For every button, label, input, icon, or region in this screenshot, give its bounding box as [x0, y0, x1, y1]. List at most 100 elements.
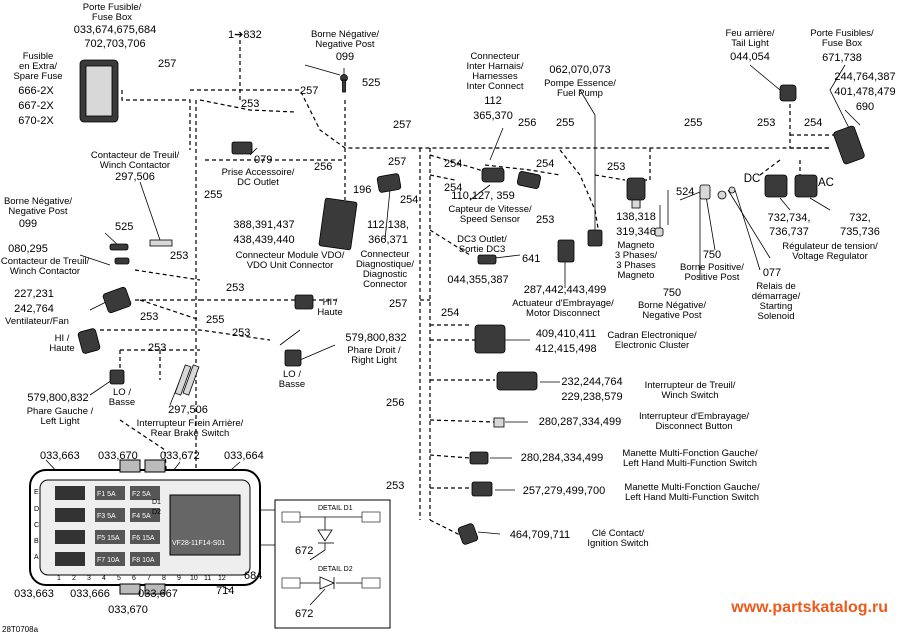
mfs-b-icon	[471, 481, 493, 497]
fuse-box-main-icon	[29, 459, 261, 595]
speed-label: Capteur de Vitesse/Speed Sensor	[448, 204, 532, 225]
fb-col-5: 5	[117, 575, 121, 582]
fb-columns: 1 2 3 4 5 6 7 8 9 10 11 12	[57, 575, 226, 582]
wire-257-d: 257	[388, 156, 406, 168]
detail-box	[274, 499, 391, 629]
wire-257-b: 257	[300, 85, 318, 97]
headlight-right-numbers: 579,800,832	[345, 332, 406, 344]
winch-contactor-top-icon	[149, 239, 173, 247]
fuse-f8: F8 10A	[132, 557, 155, 564]
fuse-box-tr-number: 671,738	[822, 52, 862, 64]
dc3-numbers: 044,355,387	[447, 274, 508, 286]
fuse-f7: F7 10A	[97, 557, 120, 564]
fuel-pump-numbers: 062,070,073	[549, 64, 610, 76]
wire-255-b: 255	[684, 117, 702, 129]
fan-label: Ventilateur/Fan	[5, 316, 69, 327]
winch-contactor-top-label: Contacteur de Treuil/Winch Contactor	[91, 150, 180, 171]
positive-post-icon	[699, 184, 711, 200]
hi-mid-label: HI /Haute	[317, 297, 342, 318]
tail-light-number: 044,054	[730, 51, 770, 63]
ac-label: AC	[818, 177, 834, 189]
wire-256-b: 256	[314, 161, 332, 173]
ref-832-label: 1➔832	[228, 29, 262, 41]
fb-col-4: 4	[102, 575, 106, 582]
wire-253-f: 253	[226, 282, 244, 294]
fb-col-2: 2	[72, 575, 76, 582]
wire-254-c: 254	[536, 158, 554, 170]
neg-post-top-number: 099	[336, 51, 354, 63]
fb-top-number-3: 033,672	[160, 450, 200, 462]
inter-harness-icon	[481, 167, 505, 183]
num-525-left: 525	[115, 221, 133, 233]
fb-col-7: 7	[147, 575, 151, 582]
dc3-label: DC3 Outlet/Sortie DC3	[457, 234, 507, 255]
fuel-pump-label: Pompe Essence/Fuel Pump	[544, 78, 616, 99]
num-525-top: 525	[362, 77, 380, 89]
pos-post-label: Borne Positive/Positive Post	[680, 262, 744, 283]
fuse-f6: F6 15A	[132, 535, 155, 542]
detail-d2-title: DETAIL D2	[318, 566, 353, 573]
fb-col-9: 9	[177, 575, 181, 582]
rear-brake-icon	[174, 364, 200, 396]
regulator-dc-icon	[764, 174, 788, 198]
fb-row-c: C	[34, 522, 39, 529]
wire-255-a: 255	[556, 117, 574, 129]
wire-253-i: 253	[148, 342, 166, 354]
ignition-switch-icon	[457, 523, 479, 545]
wire-254-f: 254	[441, 307, 459, 319]
winch-contactor-left-icon	[114, 257, 130, 265]
hi-left-label: HI /Haute	[49, 333, 74, 354]
neg-post-mid-number: 750	[663, 287, 681, 299]
mfs-b-number: 257,279,499,700	[523, 485, 606, 497]
fb-col-1: 1	[57, 575, 61, 582]
fb-bottom-number-1: 033,663	[14, 588, 54, 600]
cluster-label: Cadran Electronique/Electronic Cluster	[607, 330, 697, 351]
mfs-a-number: 280,284,334,499	[521, 452, 604, 464]
ignition-label: Clé Contact/Ignition Switch	[587, 528, 648, 549]
winch-contactor-left-number: 080,295	[8, 243, 48, 255]
fuse-box-part-number: VF28-11F14-S01	[172, 540, 225, 547]
starting-solenoid-icon	[717, 186, 736, 200]
detail-d1-title: DETAIL D1	[318, 505, 353, 512]
fuse-f1: F1 5A	[97, 491, 116, 498]
fb-top-number-4: 033,664	[224, 450, 264, 462]
wire-253-e: 253	[170, 250, 188, 262]
mfs-a-label: Manette Multi-Fonction Gauche/Left Hand …	[622, 448, 758, 469]
vdo-label: Connecteur Module VDO/VDO Unit Connector	[236, 250, 345, 271]
winch-contactor-left-label: Contacteur de Treuil/Winch Contactor	[1, 256, 90, 277]
wire-257-c: 257	[393, 119, 411, 131]
wire-254-e: 254	[400, 194, 418, 206]
wire-257-a: 257	[158, 58, 176, 70]
dc-label: DC	[744, 173, 761, 185]
neg-post-left-icon	[109, 243, 129, 251]
fb-bottom-number-4: 033,670	[108, 604, 148, 616]
dc3-outlet-icon	[477, 254, 497, 265]
clutch-actuator-icon	[557, 239, 575, 263]
negative-post-mid-icon	[654, 227, 664, 237]
fb-col-6: 6	[132, 575, 136, 582]
prise-acc-label: Prise Accessoire/DC Outlet	[222, 167, 295, 188]
neg-post-top-label: Borne Négative/Negative Post	[311, 29, 379, 50]
speed-numbers: 110,127, 359	[451, 190, 514, 202]
fb-col-12: 12	[218, 575, 226, 582]
fb-row-b: B	[34, 538, 39, 545]
fan-icon	[102, 286, 132, 314]
wire-253-h: 253	[232, 327, 250, 339]
disconnect-button-icon	[493, 417, 505, 428]
lo-mid-label: LO /Basse	[279, 369, 305, 390]
fuel-pump-icon	[587, 229, 603, 247]
relay-number: 077	[763, 267, 781, 279]
num-672-b: 672	[295, 608, 313, 620]
speed-sensor-icon	[516, 171, 542, 189]
